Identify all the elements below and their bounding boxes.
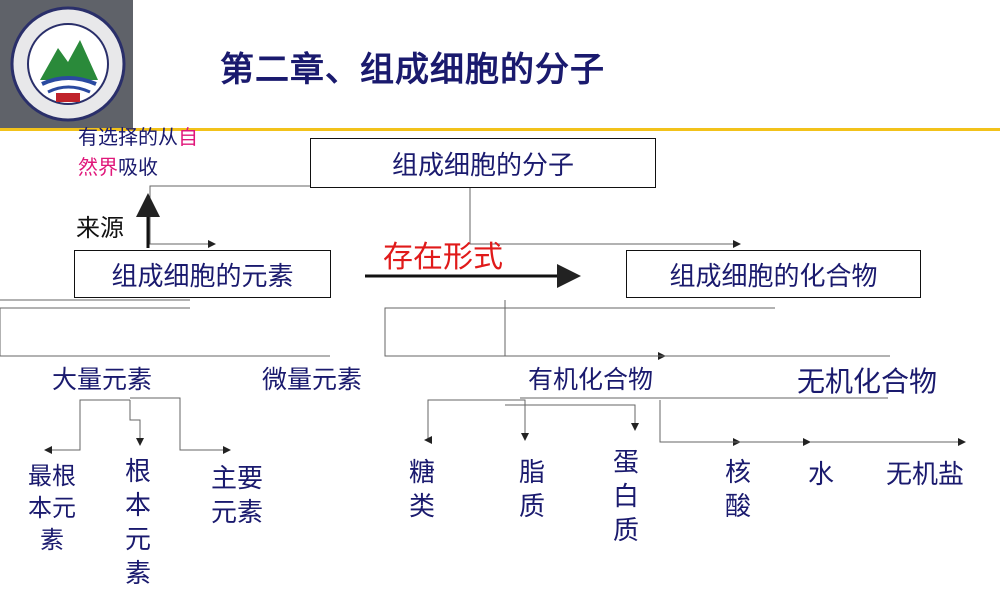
inorganic-compounds: 无机化合物 [797,365,938,398]
most-basic-line-2: 本元 [28,494,76,522]
protein-line-1: 蛋 [612,448,639,478]
nucleic-acid-compound: 核 酸 [718,456,758,524]
title-divider [0,128,1000,131]
protein-line-2: 白 [612,482,639,512]
organic-compounds: 有机化合物 [528,365,654,394]
sugar-line-1: 糖 [408,458,435,488]
inorganic-salt-compound: 无机盐 [886,460,965,490]
water-compound: 水 [808,460,835,490]
lipid-compound: 脂 质 [512,456,552,524]
basic-line-2: 本 [124,491,151,521]
basic-line-3: 元 [124,525,151,555]
protein-line-3: 质 [612,516,639,546]
page-title: 第二章、组成细胞的分子 [220,50,605,90]
main-line-2: 元素 [210,498,263,528]
sugar-compound: 糖 类 [402,456,442,524]
source-note-text-2: 自 [178,125,198,149]
most-basic-line-1: 最根 [28,462,76,490]
source-note-text-4: 吸收 [118,155,158,179]
sugar-line-2: 类 [408,492,435,522]
school-emblem-icon [10,6,126,122]
compounds-box: 组成细胞的化合物 [626,250,921,298]
trace-elements: 微量元素 [262,365,363,394]
lipid-line-1: 脂 [518,458,545,488]
source-note: 有选择的从自 然界吸收 [78,122,198,182]
protein-compound: 蛋 白 质 [606,446,646,548]
source-note-text-1: 有选择的从 [78,125,178,149]
lipid-line-2: 质 [518,492,545,522]
root-box: 组成细胞的分子 [310,138,656,188]
most-basic-line-3: 素 [40,526,64,554]
main-element: 主要 元素 [205,462,269,530]
most-basic-element: 最根 本元 素 [22,460,82,556]
main-line-1: 主要 [210,464,263,494]
basic-line-4: 素 [124,559,151,589]
nucleic-line-1: 核 [724,458,751,488]
basic-line-1: 根 [124,457,151,487]
major-elements: 大量元素 [52,365,153,394]
nucleic-line-2: 酸 [724,492,751,522]
school-logo [0,0,133,131]
existence-label: 存在形式 [383,240,503,275]
source-note-text-3: 然界 [78,155,118,179]
basic-element: 根 本 元 素 [118,455,158,591]
elements-box: 组成细胞的元素 [74,250,331,298]
source-label: 来源 [76,214,124,242]
